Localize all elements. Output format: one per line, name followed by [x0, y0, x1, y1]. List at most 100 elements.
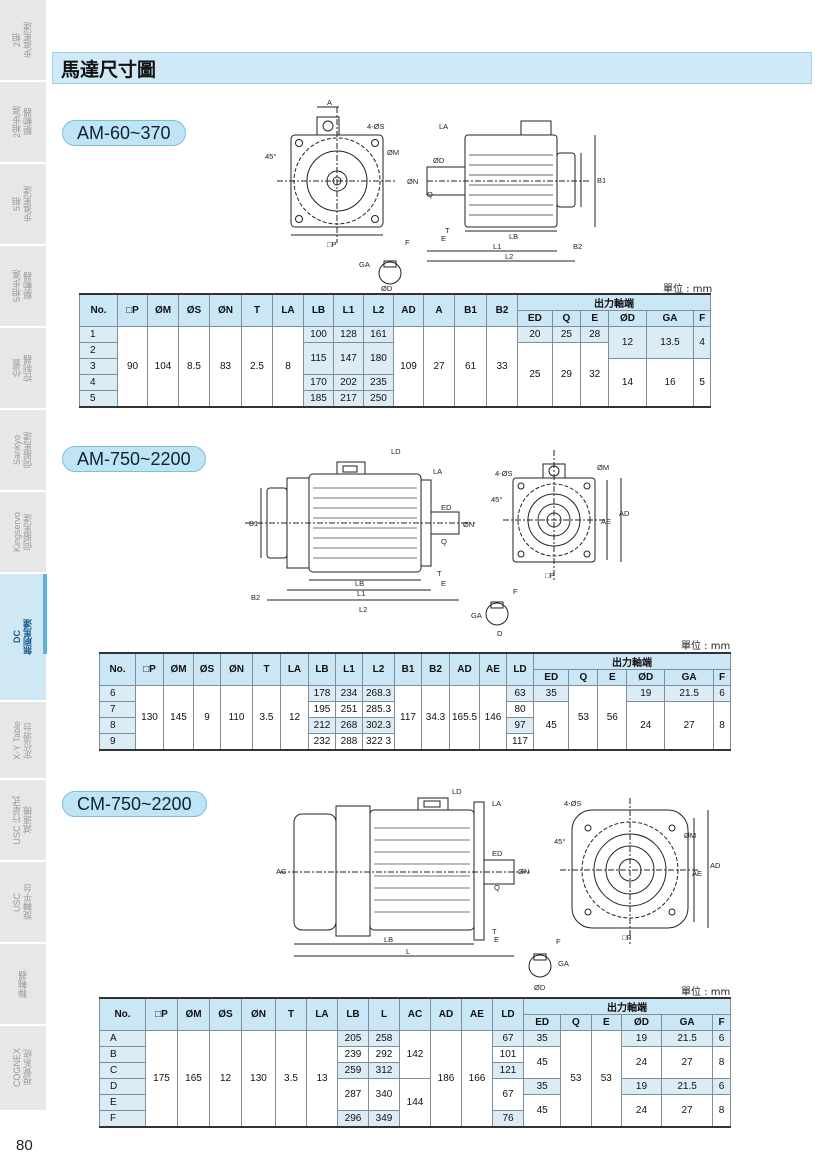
col-head: Q: [551, 310, 582, 327]
sidebar-tab-2phase-driver[interactable]: 2相步進驅動器: [0, 82, 46, 164]
cell: 312: [368, 1062, 400, 1079]
col-head: T: [275, 997, 307, 1031]
am750-dim-e: E: [441, 579, 446, 588]
sidebar-tab-position-controller[interactable]: 位置控制器: [0, 328, 46, 410]
cell: 8: [712, 1046, 731, 1079]
model-badge-am750: AM-750~2200: [62, 446, 206, 472]
cell: 287: [337, 1078, 369, 1111]
cell: 117: [506, 733, 534, 750]
cell: 180: [363, 342, 394, 375]
col-head: Q: [560, 1014, 592, 1031]
col-head: ØM: [147, 293, 179, 327]
model-badge-am60: AM-60~370: [62, 120, 186, 146]
col-head: LA: [280, 652, 309, 686]
am750-dim-b2: B2: [251, 593, 260, 602]
am60-dim-p: □P: [327, 240, 337, 249]
cm750-dim-os: 4-ØS: [564, 799, 582, 808]
sidebar-tab-label: 5相步進驅動器: [12, 269, 33, 302]
cm750-dim-ac: AC: [276, 867, 287, 876]
col-head: □P: [117, 293, 148, 327]
col-head: ED: [522, 1014, 562, 1031]
cm750-dim-t: T: [492, 927, 497, 936]
col-head: ØN: [220, 652, 253, 686]
cell: 205: [337, 1030, 369, 1047]
row-no: 8: [99, 717, 136, 734]
col-head: Q: [568, 669, 599, 686]
sidebar-tab-label: 位置控制器: [12, 354, 33, 382]
col-head: A: [423, 293, 455, 327]
sidebar-tab-usc-reducer[interactable]: USC 行星式減速機: [0, 780, 46, 862]
output-shaft-head: 出力軸端: [517, 293, 711, 311]
sidebar-tab-label: 5相步進馬達: [12, 186, 33, 222]
cm750-dim-ed: ED: [492, 849, 503, 858]
col-head: ØN: [209, 293, 242, 327]
cell: 27: [660, 1046, 714, 1079]
cell: 24: [626, 701, 666, 750]
cell: 9: [193, 685, 221, 750]
output-shaft-head: 出力軸端: [523, 997, 731, 1015]
col-head: ØS: [193, 652, 221, 686]
sidebar-tab-5phase-driver[interactable]: 5相步進驅動器: [0, 246, 46, 328]
cell: 90: [117, 326, 148, 407]
am60-dim-b1: B1: [597, 176, 605, 185]
am750-spec-table: No. □P ØM ØS ØN T LA LB L1 L2 B1 B2 AD A…: [99, 652, 731, 751]
table-row: 4 170 202 235: [79, 374, 711, 391]
col-head: F: [712, 1014, 731, 1031]
cell: 3.5: [252, 685, 281, 750]
sidebar-tab-5phase-stepper[interactable]: 5相步進馬達: [0, 164, 46, 246]
cell: 296: [337, 1110, 369, 1127]
am750-dim-deg: 45°: [491, 495, 502, 504]
cm750-dim-ld: LD: [452, 787, 462, 796]
row-no: B: [99, 1046, 146, 1063]
cell: 97: [506, 717, 534, 734]
col-head: LA: [272, 293, 304, 327]
cell: 178: [308, 685, 336, 702]
col-head: ØS: [209, 997, 242, 1031]
cell: 170: [303, 374, 334, 391]
cell: 29: [551, 342, 582, 407]
cell: 145: [163, 685, 194, 750]
category-sidebar: 2相步進馬達 2相步進驅動器 5相步進馬達 5相步進驅動器 位置控制器 Sank…: [0, 0, 47, 1168]
cell: 6: [712, 1078, 731, 1095]
sidebar-tab-label: USC 行星式減速機: [12, 795, 33, 845]
cell: 258: [368, 1030, 400, 1047]
table-row: C 259 312 121: [99, 1062, 731, 1079]
cell: 322 3: [362, 733, 395, 750]
cell: 80: [506, 701, 534, 718]
col-head: L1: [333, 293, 364, 327]
cm750-dim-l: L: [406, 947, 410, 956]
col-head: ØD: [626, 669, 666, 686]
col-head: LB: [303, 293, 334, 327]
col-head: AE: [461, 997, 493, 1031]
cell: 232: [308, 733, 336, 750]
am750-dim-q: Q: [441, 537, 447, 546]
col-head: ØD: [608, 310, 647, 327]
am60-dim-la: LA: [439, 122, 448, 131]
row-no: 3: [79, 358, 118, 375]
col-head: T: [241, 293, 273, 327]
cm750-dim-ga: GA: [558, 959, 569, 968]
sidebar-tab-2phase-stepper[interactable]: 2相步進馬達: [0, 0, 46, 82]
cell: 349: [368, 1110, 400, 1127]
cell: 34.3: [421, 685, 450, 750]
row-no: 1: [79, 326, 118, 343]
row-no: C: [99, 1062, 146, 1079]
row-no: 4: [79, 374, 118, 391]
cell: 33: [486, 326, 518, 407]
cell: 83: [209, 326, 242, 407]
cell: 101: [492, 1046, 524, 1063]
am750-dim-la: LA: [433, 467, 442, 476]
am60-dim-os: 4-ØS: [367, 122, 385, 131]
cell: 104: [147, 326, 179, 407]
sidebar-tab-coupling[interactable]: 聯軸器: [0, 944, 46, 1026]
cell: 61: [454, 326, 487, 407]
